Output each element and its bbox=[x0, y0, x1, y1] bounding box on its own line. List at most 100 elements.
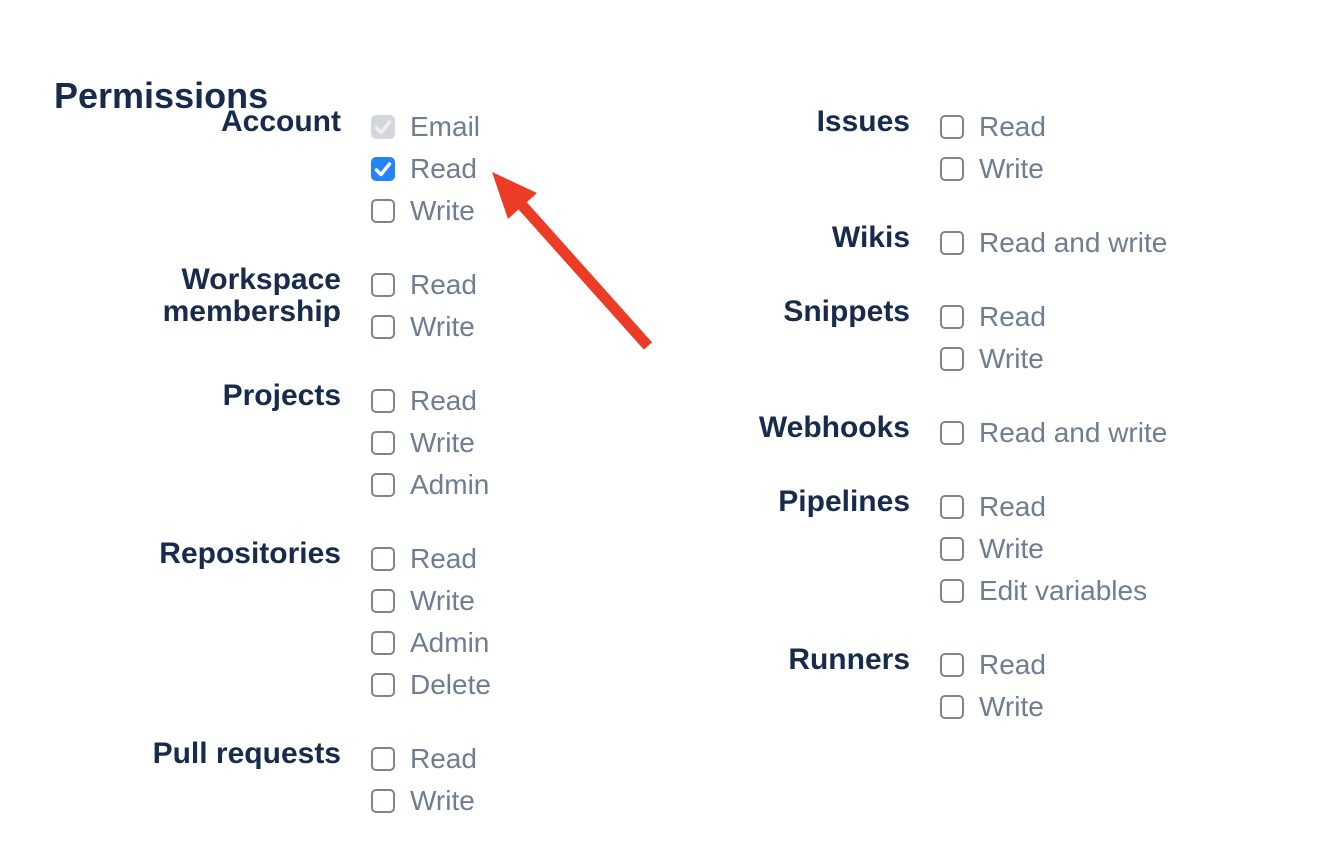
checkbox-unchecked[interactable] bbox=[371, 631, 395, 655]
checkbox-option[interactable]: Admin bbox=[371, 464, 489, 506]
checkbox-label[interactable]: Write bbox=[410, 785, 475, 816]
check-icon bbox=[374, 120, 392, 135]
group-label: Workspace membership bbox=[162, 263, 341, 328]
checkbox-unchecked[interactable] bbox=[371, 473, 395, 497]
checkbox-unchecked[interactable] bbox=[940, 347, 964, 371]
checkbox-label[interactable]: Admin bbox=[410, 469, 490, 500]
checkbox-unchecked[interactable] bbox=[940, 157, 964, 181]
checkbox-label[interactable]: Write bbox=[979, 343, 1044, 374]
checkbox-unchecked[interactable] bbox=[940, 305, 964, 329]
checkbox-unchecked[interactable] bbox=[371, 199, 395, 223]
checkbox-unchecked[interactable] bbox=[940, 495, 964, 519]
checkbox-unchecked[interactable] bbox=[371, 789, 395, 813]
checkbox-label[interactable]: Read and write bbox=[979, 417, 1168, 448]
checkbox-label[interactable]: Read bbox=[410, 385, 477, 416]
group-label: Issues bbox=[816, 105, 910, 138]
checkbox-option[interactable]: Read bbox=[940, 106, 1046, 148]
permission-group: Wikis Read and write bbox=[569, 222, 1167, 264]
checkbox-unchecked[interactable] bbox=[940, 653, 964, 677]
checkbox-option[interactable]: Write bbox=[940, 686, 1046, 728]
checkbox-unchecked[interactable] bbox=[940, 421, 964, 445]
checkbox-option[interactable]: Write bbox=[371, 780, 477, 822]
checkbox-unchecked[interactable] bbox=[371, 389, 395, 413]
checkbox-option[interactable]: Read bbox=[371, 538, 491, 580]
checkbox-label[interactable]: Read bbox=[979, 111, 1046, 142]
checkbox-label[interactable]: Write bbox=[979, 153, 1044, 184]
checkbox-option[interactable]: Write bbox=[371, 580, 491, 622]
checkbox-option[interactable]: Read bbox=[940, 296, 1046, 338]
checkbox-unchecked[interactable] bbox=[371, 273, 395, 297]
checkbox-label[interactable]: Write bbox=[410, 311, 475, 342]
checkbox-option[interactable]: Write bbox=[940, 148, 1046, 190]
checkbox-option[interactable]: Write bbox=[371, 422, 489, 464]
checkbox-label[interactable]: Admin bbox=[410, 627, 490, 658]
checkbox-label[interactable]: Edit variables bbox=[979, 575, 1148, 606]
checkbox-unchecked[interactable] bbox=[371, 315, 395, 339]
checkbox-label[interactable]: Read bbox=[979, 491, 1046, 522]
checkbox-unchecked[interactable] bbox=[371, 589, 395, 613]
checkbox-option[interactable]: Delete bbox=[371, 664, 491, 706]
checkbox-unchecked[interactable] bbox=[940, 231, 964, 255]
checkbox-label[interactable]: Read bbox=[410, 269, 477, 300]
checkbox-label[interactable]: Read bbox=[410, 743, 477, 774]
checkbox-label[interactable]: Write bbox=[410, 195, 475, 226]
checkbox-checked-disabled bbox=[371, 115, 395, 139]
checkbox-option[interactable]: Read and write bbox=[940, 222, 1167, 264]
check-icon bbox=[374, 162, 392, 177]
checkbox-label[interactable]: Delete bbox=[410, 669, 491, 700]
checkbox-label[interactable]: Email bbox=[410, 111, 481, 142]
checkbox-option[interactable]: Admin bbox=[371, 622, 491, 664]
checkbox-label[interactable]: Read bbox=[979, 301, 1046, 332]
checkbox-option[interactable]: Read bbox=[940, 486, 1147, 528]
checkbox-unchecked[interactable] bbox=[940, 537, 964, 561]
group-label: Wikis bbox=[831, 221, 910, 254]
checkbox-unchecked[interactable] bbox=[940, 579, 964, 603]
checkbox-unchecked[interactable] bbox=[371, 431, 395, 455]
checkbox-label[interactable]: Read and write bbox=[979, 227, 1168, 258]
checkbox-option[interactable]: Read bbox=[371, 738, 477, 780]
checkbox-option[interactable]: Write bbox=[371, 190, 480, 232]
group-label: Repositories bbox=[159, 537, 341, 570]
group-label: Account bbox=[221, 105, 341, 138]
checkbox-option[interactable]: Read bbox=[940, 644, 1046, 686]
checkbox-option[interactable]: Edit variables bbox=[940, 570, 1147, 612]
checkbox-unchecked[interactable] bbox=[371, 747, 395, 771]
page-title: Permissions bbox=[54, 74, 269, 116]
checkbox-option[interactable]: Read and write bbox=[940, 412, 1167, 454]
checkbox-label[interactable]: Write bbox=[979, 691, 1044, 722]
checkbox-option[interactable]: Write bbox=[371, 306, 477, 348]
checkbox-option[interactable]: Read bbox=[371, 380, 489, 422]
checkbox-option[interactable]: Write bbox=[940, 528, 1147, 570]
options-list: Read and write bbox=[940, 412, 1167, 454]
checkbox-checked[interactable] bbox=[371, 157, 395, 181]
checkbox-unchecked[interactable] bbox=[940, 695, 964, 719]
checkbox-option[interactable]: Read bbox=[371, 148, 480, 190]
checkbox-label[interactable]: Read bbox=[410, 153, 477, 184]
checkbox-label[interactable]: Read bbox=[979, 649, 1046, 680]
checkbox-label[interactable]: Write bbox=[410, 585, 475, 616]
checkbox-option[interactable]: Read bbox=[371, 264, 477, 306]
checkbox-option[interactable]: Write bbox=[940, 338, 1046, 380]
checkbox-unchecked[interactable] bbox=[371, 547, 395, 571]
checkbox-label[interactable]: Write bbox=[979, 533, 1044, 564]
checkbox-unchecked[interactable] bbox=[940, 115, 964, 139]
checkbox-option[interactable]: Email bbox=[371, 106, 480, 148]
checkbox-unchecked[interactable] bbox=[371, 673, 395, 697]
checkbox-label[interactable]: Read bbox=[410, 543, 477, 574]
checkbox-label[interactable]: Write bbox=[410, 427, 475, 458]
